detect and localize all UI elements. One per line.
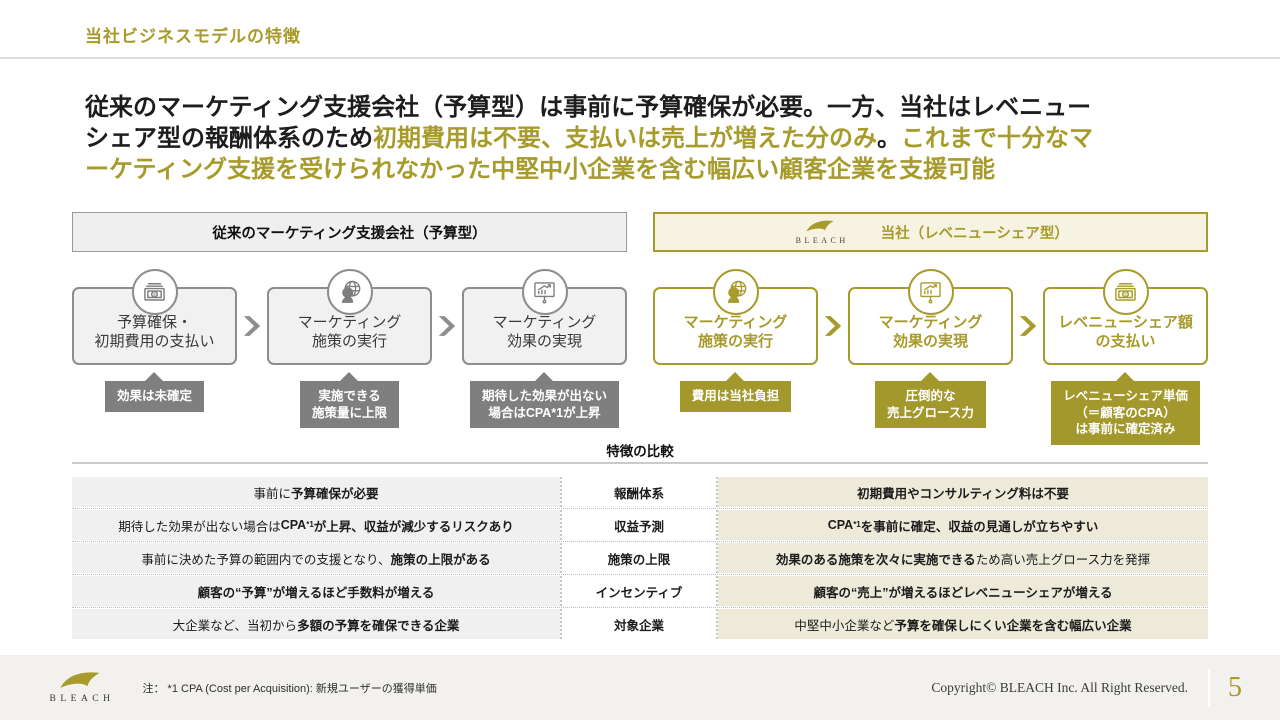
page-title: 当社ビジネスモデルの特徴: [85, 27, 301, 46]
step-label: マーケティング 施策の実行: [297, 314, 402, 350]
money-icon: [1102, 269, 1149, 315]
lead-paragraph: 従来のマーケティング支援会社（予算型）は事前に予算確保が必要。一方、当社はレベニ…: [85, 92, 1101, 185]
bleach-logo: BLEACH: [792, 219, 849, 245]
footnote: 注： *1 CPA (Cost per Acquisition): 新規ユーザー…: [142, 682, 437, 695]
cell-ours: 顧客の“売上”が増えるほどレベニューシェアが増える: [718, 576, 1208, 606]
step-box: レベニューシェア額 の支払い: [1043, 269, 1208, 365]
callout: 圧倒的な 売上グロース力: [875, 372, 986, 428]
chevron-right-icon: [1013, 287, 1043, 365]
step-box: マーケティング 施策の実行: [267, 269, 432, 365]
bleach-logo-text: BLEACH: [795, 236, 849, 245]
step-label: マーケティング 効果の実現: [878, 314, 983, 350]
our-model-header: BLEACH 当社（レベニューシェア型）: [653, 212, 1208, 252]
step-label: マーケティング 効果の実現: [492, 314, 597, 350]
chart-icon: [521, 269, 568, 315]
cell-category: 対象企業: [560, 609, 718, 639]
traditional-model-panel: 従来のマーケティング支援会社（予算型） 予算確保・ 初期費用の支払い マーケティ…: [72, 212, 627, 445]
callout: レベニューシェア単価 （＝顧客のCPA） は事前に確定済み: [1051, 372, 1200, 445]
table-row: 事前に決めた予算の範囲内での支援となり、施策の上限がある 施策の上限 効果のある…: [72, 543, 1208, 575]
step-box: マーケティング 効果の実現: [462, 269, 627, 365]
cell-ours: 効果のある施策を次々に実施できるため高い売上グロース力を発揮: [718, 543, 1208, 573]
cell-ours: 初期費用やコンサルティング料は不要: [718, 477, 1208, 507]
cell-ours: 中堅中小企業など予算を確保しにくい企業を含む幅広い企業: [718, 609, 1208, 639]
step-label: マーケティング 施策の実行: [683, 314, 788, 350]
our-model-title: 当社（レベニューシェア型）: [880, 225, 1069, 242]
bleach-logo-text: BLEACH: [49, 694, 115, 705]
table-row: 事前に予算確保が必要 報酬体系 初期費用やコンサルティング料は不要: [72, 477, 1208, 509]
table-row: 顧客の“予算”が増えるほど手数料が増える インセンティブ 顧客の“売上”が増える…: [72, 576, 1208, 608]
step-box: 予算確保・ 初期費用の支払い: [72, 269, 237, 365]
cell-category: インセンティブ: [560, 576, 718, 606]
copyright-text: Copyright© BLEACH Inc. All Right Reserve…: [931, 679, 1188, 695]
table-row: 大企業など、当初から多額の予算を確保できる企業 対象企業 中堅中小企業など予算を…: [72, 609, 1208, 640]
chart-icon: [907, 269, 954, 315]
chevron-right-icon: [237, 287, 267, 365]
step-label: レベニューシェア額 の支払い: [1058, 314, 1193, 350]
step-label: 予算確保・ 初期費用の支払い: [94, 314, 215, 350]
bleach-swoosh-icon: [804, 219, 836, 235]
slide-header: 当社ビジネスモデルの特徴: [0, 0, 1280, 59]
footer-divider: [1208, 668, 1210, 707]
cell-category: 施策の上限: [560, 543, 718, 573]
footer: BLEACH 注： *1 CPA (Cost per Acquisition):…: [0, 655, 1280, 720]
cell-category: 報酬体系: [560, 477, 718, 507]
chevron-right-icon: [432, 287, 462, 365]
step-box: マーケティング 効果の実現: [848, 269, 1013, 365]
cell-traditional: 大企業など、当初から多額の予算を確保できる企業: [72, 609, 560, 639]
traditional-model-header: 従来のマーケティング支援会社（予算型）: [72, 212, 627, 252]
bleach-swoosh-icon: [57, 670, 103, 693]
chevron-right-icon: [818, 287, 848, 365]
comparison-table: 事前に予算確保が必要 報酬体系 初期費用やコンサルティング料は不要 期待した効果…: [72, 477, 1208, 641]
callout: 実施できる 施策量に上限: [299, 372, 399, 428]
strategy-icon: [326, 269, 373, 315]
page-number: 5: [1228, 671, 1242, 703]
lead-segment-dark: 。: [877, 125, 901, 152]
lead-segment-dark: 従来のマーケティング支援会社（予算型）は事前に予算確保が必要。一方、当社はレベニ…: [85, 94, 1092, 152]
money-icon: [131, 269, 178, 315]
traditional-flow: 予算確保・ 初期費用の支払い マーケティング 施策の実行 マーケティング 効果の…: [72, 269, 627, 365]
cell-traditional: 事前に予算確保が必要: [72, 477, 560, 507]
lead-segment-accent: 初期費用は不要、支払いは売上が増えた分のみ: [373, 125, 877, 152]
lead-segment-accent: これまで十分なマーケティング支援を受けられなかった中堅中小企業を含む幅広い顧客企…: [85, 125, 1093, 183]
traditional-model-title: 従来のマーケティング支援会社（予算型）: [212, 225, 487, 242]
step-box: マーケティング 施策の実行: [653, 269, 818, 365]
bleach-logo: BLEACH: [45, 670, 115, 705]
strategy-icon: [712, 269, 759, 315]
cell-traditional: 顧客の“予算”が増えるほど手数料が増える: [72, 576, 560, 606]
cell-category: 収益予測: [560, 510, 718, 540]
callout: 効果は未確定: [104, 372, 204, 412]
traditional-callouts: 効果は未確定 実施できる 施策量に上限 期待した効果が出ない 場合はCPA*1が…: [72, 372, 627, 428]
our-model-panel: BLEACH 当社（レベニューシェア型） マーケティング 施策の実行 マーケティ…: [653, 212, 1208, 445]
our-flow: マーケティング 施策の実行 マーケティング 効果の実現 レベニューシェア額 の支…: [653, 269, 1208, 365]
cell-traditional: 事前に決めた予算の範囲内での支援となり、施策の上限がある: [72, 543, 560, 573]
comparison-caption: 特徴の比較: [606, 444, 674, 459]
callout: 費用は当社負担: [679, 372, 792, 412]
our-callouts: 費用は当社負担 圧倒的な 売上グロース力 レベニューシェア単価 （＝顧客のCPA…: [653, 372, 1208, 445]
business-model-comparison: 従来のマーケティング支援会社（予算型） 予算確保・ 初期費用の支払い マーケティ…: [72, 212, 1208, 445]
callout: 期待した効果が出ない 場合はCPA*1が上昇: [469, 372, 619, 428]
divider-line: [72, 462, 1208, 464]
